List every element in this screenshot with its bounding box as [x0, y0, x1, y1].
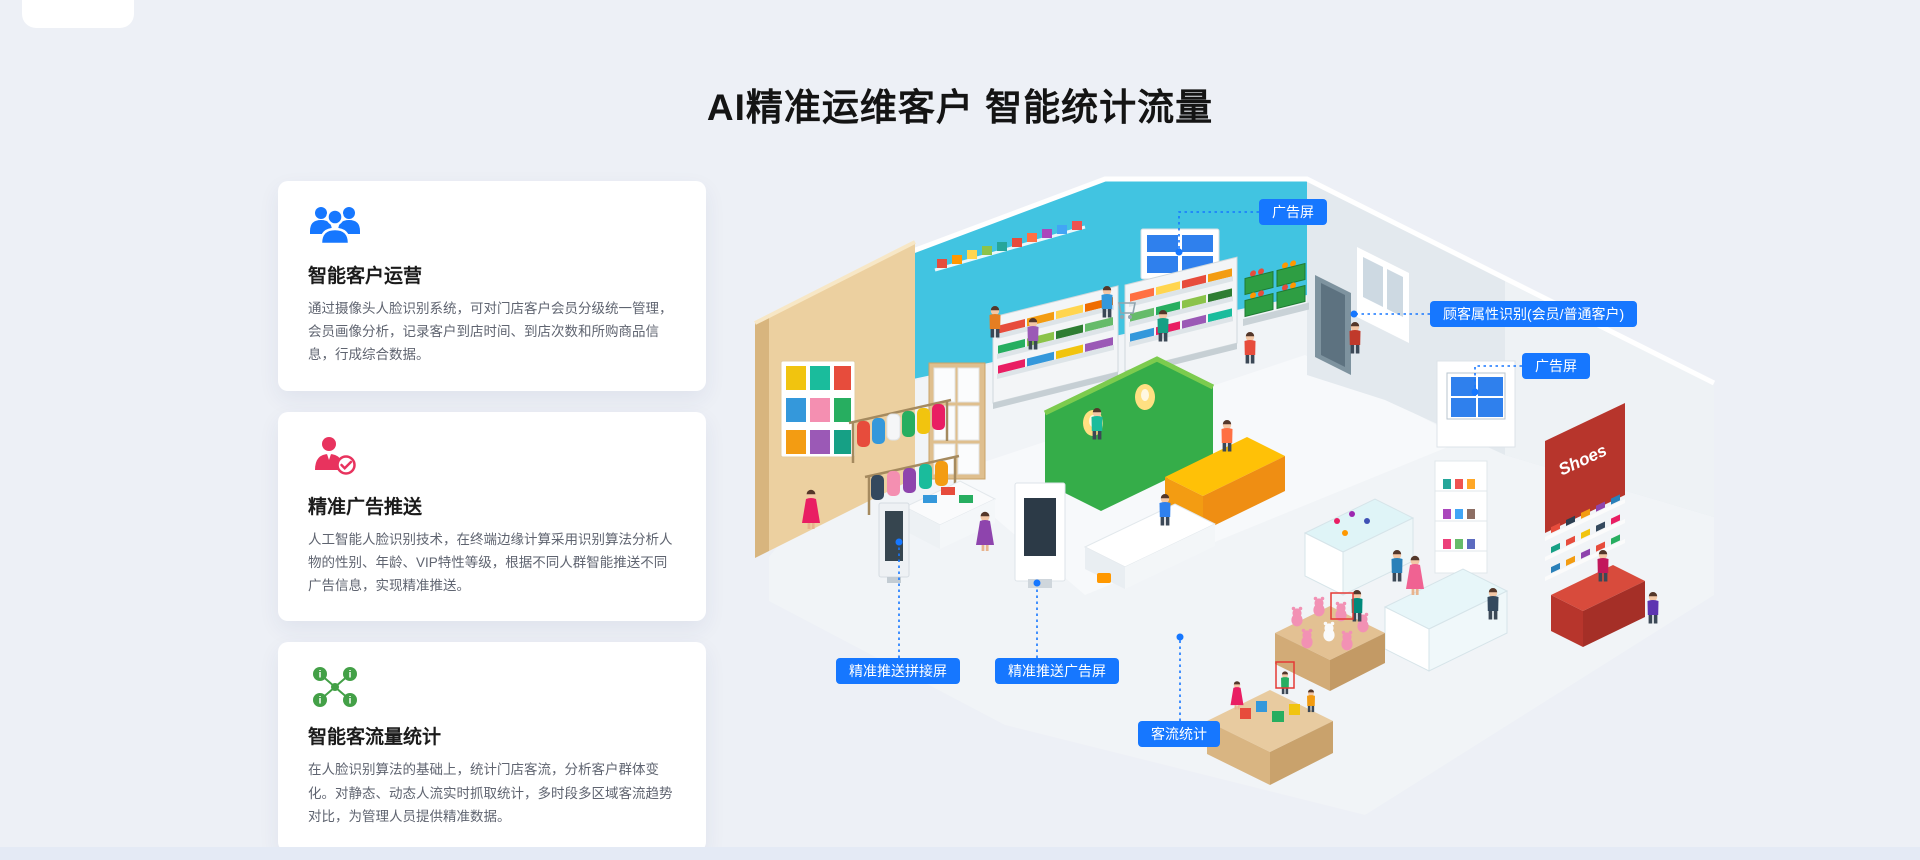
display-shelf [1434, 460, 1488, 574]
card-title: 智能客户运营 [308, 266, 423, 287]
callout-connectors [895, 211, 1522, 721]
shoes-wall: Shoes [1545, 403, 1625, 581]
card-ad-push: 精准广告推送 人工智能人脸识别技术，在终端边缘计算采用识别算法分析人物的性别、年… [278, 411, 706, 622]
shopping-cart [1118, 302, 1136, 319]
callout-traffic-stats: 客流统计 [1138, 721, 1220, 747]
ai-network-icon: i i i i [308, 664, 676, 710]
card-customer-operation: 智能客户运营 通过摄像头人脸识别系统，可对门店客户会员分级统一管理，会员画像分析… [278, 181, 706, 391]
section-divider [0, 847, 1920, 860]
store-scene: Shoes [745, 165, 1720, 825]
callout-lines [898, 211, 1522, 721]
push-ad-screen-kiosk [1014, 482, 1066, 588]
feature-cards: 智能客户运营 通过摄像头人脸识别系统，可对门店客户会员分级统一管理，会员画像分析… [278, 181, 706, 852]
teddy-bear-display [1275, 596, 1385, 691]
splice-screen-stand [878, 502, 910, 583]
card-title: 精准广告推送 [308, 496, 423, 518]
people [802, 286, 1659, 713]
card-title: 智能客流量统计 [308, 727, 442, 749]
decorative-corner-card [22, 0, 134, 28]
display-cabinet-b [1383, 568, 1509, 672]
display-cabinet-a [1303, 498, 1415, 596]
callout-ad-screen-right: 广告屏 [1522, 353, 1590, 379]
checkout-desk [1083, 503, 1217, 589]
card-description: 在人脸识别算法的基础上，统计门店客流，分析客户群体变化。对静态、动态人流实时抓取… [308, 762, 673, 824]
svg-text:i: i [319, 670, 322, 681]
svg-text:i: i [349, 670, 352, 681]
callout-splice-screen: 精准推送拼接屏 [836, 658, 960, 684]
users-group-icon [308, 203, 676, 249]
card-description: 通过摄像头人脸识别系统，可对门店客户会员分级统一管理，会员画像分析，记录客户到店… [308, 301, 673, 363]
callout-customer-attribute-recognition: 顾客属性识别(会员/普通客户) [1430, 301, 1638, 327]
right-wall-window [1357, 247, 1409, 343]
callout-ad-screen-top: 广告屏 [1259, 199, 1327, 225]
card-description: 人工智能人脸识别技术，在终端边缘计算采用识别算法分析人物的性别、年龄、VIP特性… [308, 531, 673, 594]
wall-ad-screen-2 [1436, 360, 1516, 448]
svg-text:i: i [349, 696, 352, 707]
high-shelf-products [937, 221, 1082, 268]
clothes-rack-2 [864, 454, 960, 515]
clothes-rack-1 [848, 398, 952, 463]
supermarket-shelf-1 [992, 285, 1119, 409]
shoes-counter [1551, 565, 1645, 647]
folded-clothes-table [903, 480, 997, 549]
card-traffic-stats: i i i i 智能客流量统计 在人脸识别算法的基础上，统计门店客流，分析客户群… [278, 642, 706, 852]
detection-boxes [1275, 592, 1354, 689]
callout-push-ad-screen: 精准推送广告屏 [995, 658, 1119, 684]
store-illustration: Shoes [754, 176, 1716, 815]
roof-trim [912, 176, 1716, 386]
callout-dots [895, 248, 1479, 641]
svg-text:i: i [319, 696, 322, 707]
doorway [1315, 275, 1351, 375]
person-check-icon [308, 434, 676, 480]
produce-crates [1243, 260, 1309, 326]
towel-shelf [780, 360, 856, 458]
page-title: AI精准运维客户 智能统计流量 [706, 86, 1214, 128]
